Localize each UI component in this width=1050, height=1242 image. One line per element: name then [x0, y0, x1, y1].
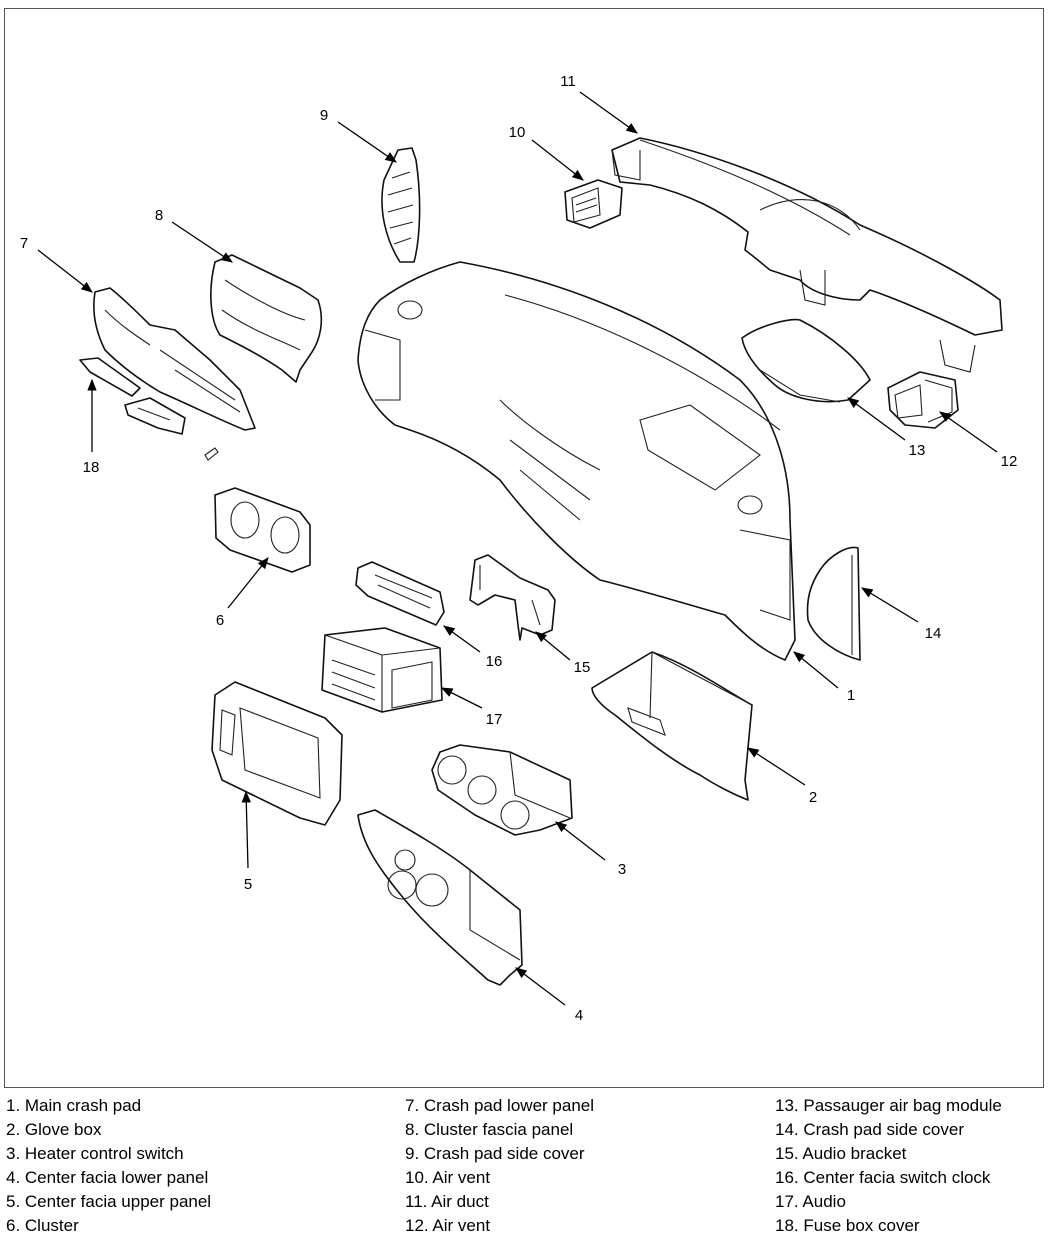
air-vent-right-part — [887, 371, 959, 429]
legend-item: 18. Fuse box cover — [775, 1216, 920, 1235]
legend-column-2: 7. Crash pad lower panel 8. Cluster fasc… — [405, 1094, 594, 1238]
callout-11: 11 — [560, 73, 576, 90]
air-duct-part — [611, 137, 1003, 373]
callout-2: 2 — [809, 789, 817, 806]
legend-item: 12. Air vent — [405, 1216, 491, 1235]
leader-line-13 — [847, 397, 906, 441]
fuse-box-cover-part — [79, 357, 219, 461]
callout-9: 9 — [320, 107, 328, 124]
air-vent-left-part — [564, 179, 623, 229]
callout-10: 10 — [509, 124, 526, 141]
leader-line-1 — [793, 651, 839, 689]
heater-control-switch-part — [431, 744, 573, 836]
callout-16: 16 — [486, 653, 503, 670]
callout-18: 18 — [83, 459, 100, 476]
audio-bracket-part — [469, 554, 556, 641]
leader-line-7 — [37, 249, 93, 293]
legend-column-3: 13. Passauger air bag module 14. Crash p… — [775, 1094, 1002, 1238]
legend-item: 7. Crash pad lower panel — [405, 1096, 595, 1115]
callout-14: 14 — [925, 625, 942, 642]
cluster-fascia-panel-part — [210, 254, 323, 383]
legend-item: 17. Audio — [775, 1192, 846, 1211]
leader-line-2 — [747, 747, 806, 786]
leader-line-17 — [440, 687, 483, 709]
leader-line-10 — [531, 139, 584, 181]
callout-4: 4 — [575, 1007, 583, 1024]
parts-legend: 1. Main crash pad 2. Glove box 3. Heater… — [0, 1094, 1050, 1240]
legend-item: 8. Cluster fascia panel — [405, 1120, 574, 1139]
legend-item: 13. Passauger air bag module — [775, 1096, 1002, 1115]
legend-item: 6. Cluster — [6, 1216, 79, 1235]
legend-column-1: 1. Main crash pad 2. Glove box 3. Heater… — [6, 1094, 211, 1238]
legend-item: 11. Air duct — [405, 1192, 489, 1211]
callout-15: 15 — [574, 659, 591, 676]
legend-item: 9. Crash pad side cover — [405, 1144, 585, 1163]
leader-line-15 — [535, 631, 571, 661]
exploded-parts-diagram: 1 2 3 4 5 6 7 8 9 10 11 12 13 14 15 16 1… — [20, 73, 1018, 1024]
leader-line-16 — [443, 625, 481, 653]
leader-line-3 — [555, 821, 606, 861]
leader-line-4 — [515, 967, 566, 1006]
leader-line-11 — [579, 91, 638, 134]
legend-item: 5. Center facia upper panel — [6, 1192, 212, 1211]
legend-item: 10. Air vent — [405, 1168, 491, 1187]
legend-item: 1. Main crash pad — [6, 1096, 142, 1115]
leader-line-5 — [241, 790, 251, 869]
callout-17: 17 — [486, 711, 503, 728]
audio-part — [321, 627, 443, 713]
center-facia-lower-panel-part — [357, 809, 523, 986]
cluster-part — [214, 487, 311, 573]
passenger-airbag-module-part — [741, 318, 871, 403]
callout-3: 3 — [618, 861, 626, 878]
callout-12: 12 — [1001, 453, 1018, 470]
callout-6: 6 — [216, 612, 224, 629]
diagram-frame — [4, 8, 1044, 1088]
glove-box-part — [591, 651, 753, 801]
leader-line-12 — [939, 411, 998, 453]
leader-line-6 — [227, 557, 269, 609]
legend-item: 15. Audio bracket — [775, 1144, 907, 1163]
crash-pad-side-cover-left-part — [381, 147, 421, 263]
leader-line-8 — [171, 221, 233, 263]
callout-13: 13 — [909, 442, 926, 459]
legend-item: 16. Center facia switch clock — [775, 1168, 991, 1187]
crash-pad-lower-panel-part — [93, 287, 256, 431]
callout-8: 8 — [155, 207, 163, 224]
callout-7: 7 — [20, 235, 28, 252]
legend-item: 14. Crash pad side cover — [775, 1120, 964, 1139]
legend-item: 2. Glove box — [6, 1120, 102, 1139]
legend-item: 3. Heater control switch — [6, 1144, 184, 1163]
crash-pad-side-cover-right-part — [806, 546, 861, 661]
center-facia-switch-clock-part — [355, 561, 445, 626]
callout-1: 1 — [847, 687, 855, 704]
main-crash-pad-part — [357, 261, 796, 661]
leader-line-14 — [860, 587, 919, 623]
leader-line-9 — [337, 121, 397, 163]
center-facia-upper-panel-part — [211, 681, 343, 826]
legend-item: 4. Center facia lower panel — [6, 1168, 209, 1187]
callout-5: 5 — [244, 876, 252, 893]
